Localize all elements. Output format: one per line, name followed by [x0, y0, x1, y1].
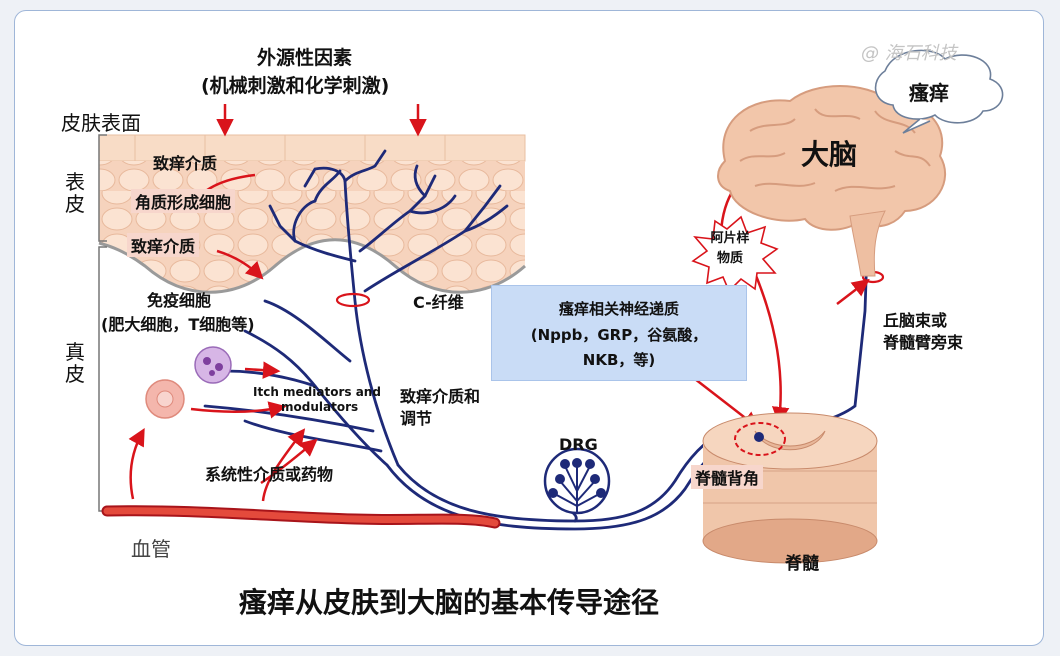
immune-cells [145, 346, 232, 419]
spinal-cord [702, 412, 878, 564]
external-factors-subtitle: (机械刺激和化学刺激) [201, 75, 390, 97]
keratinocyte-label: 角质形成细胞 [131, 189, 236, 213]
skin-surface-label: 皮肤表面 [61, 111, 141, 135]
drg-label: DRG [559, 435, 598, 454]
immune-cell-label: 免疫细胞 [147, 291, 212, 310]
itch-mediators-label-1: Itch mediators and [253, 385, 381, 399]
dermis-label: 真皮 [65, 340, 85, 386]
pruritogen-label-1: 致痒介质 [153, 154, 218, 173]
tract-label-2: 脊髓臂旁束 [883, 333, 964, 352]
epidermis-layer [98, 134, 526, 294]
itch-bubble-label: 瘙痒 [909, 81, 949, 105]
opioid-label-2: 物质 [716, 251, 743, 266]
itch-bubble [874, 49, 1004, 134]
drg-ganglion [543, 447, 611, 515]
figure-caption: 瘙痒从皮肤到大脑的基本传导途径 [239, 586, 660, 619]
opioid-burst [691, 215, 779, 293]
opioid-label-1: 阿片样 [710, 231, 750, 246]
tract-label-1: 丘脑束或 [883, 311, 948, 330]
systemic-mediators-label: 系统性介质或药物 [205, 465, 334, 484]
neurotransmitter-title: 瘙痒相关神经递质 [558, 300, 679, 318]
blood-vessel-label: 血管 [131, 537, 171, 561]
neurotransmitter-list-1: (Nppb，GRP，谷氨酸， [530, 326, 708, 344]
blood-vessel [101, 505, 501, 529]
pathway-illustration [98, 49, 1004, 564]
watermark: @ 海石科技 [861, 43, 957, 64]
brain [717, 85, 946, 277]
pruritogen-label-2: 致痒介质 [127, 233, 200, 257]
spinal-cord-label: 脊髓 [785, 554, 819, 574]
pruritogen-regulation-label-2: 调节 [400, 409, 433, 428]
epidermis-label: 表皮 [65, 170, 85, 216]
neurotransmitter-list-2: NKB，等) [582, 351, 656, 369]
c-fiber-label: C-纤维 [413, 293, 464, 312]
itch-mediators-label-2: modulators [281, 400, 359, 414]
immune-cell-examples-label: (肥大细胞，T细胞等) [101, 315, 255, 334]
diagram-frame: 外源性因素 (机械刺激和化学刺激) 皮肤表面 表皮 真皮 致痒介质 角质形成细胞… [14, 10, 1044, 646]
neurotransmitter-box: 瘙痒相关神经递质 (Nppb，GRP，谷氨酸， NKB，等) [491, 285, 747, 381]
dorsal-horn-label: 脊髓背角 [691, 465, 764, 489]
stimulus-arrows [216, 104, 427, 137]
nerve-fibers [203, 149, 873, 531]
brain-label: 大脑 [801, 138, 858, 171]
external-factors-title: 外源性因素 [257, 47, 353, 69]
pruritogen-regulation-label-1: 致痒介质和 [400, 387, 481, 406]
